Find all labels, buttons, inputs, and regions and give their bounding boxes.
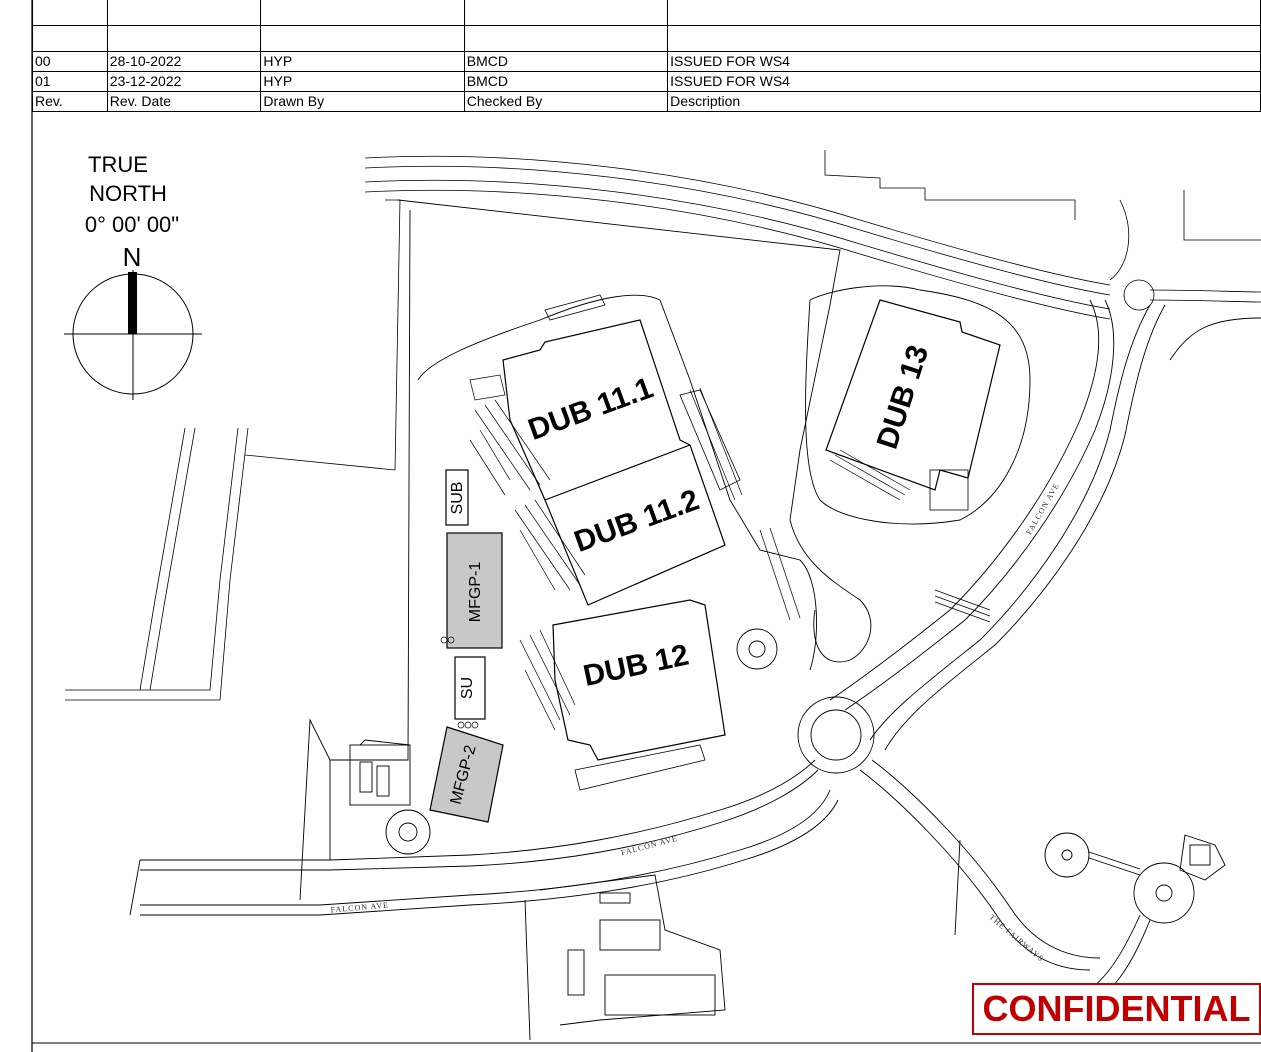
west-site-lines — [65, 199, 401, 701]
rev-number: 01 — [32, 71, 108, 92]
building-dub-12: DUB 12 — [552, 599, 726, 791]
label-mfgp-1: MFGP-1 — [467, 562, 484, 623]
revision-table: 00 28-10-2022 HYP BMCD ISSUED FOR WS4 01… — [32, 0, 1261, 112]
north-bearing: 0° 00' 00" — [85, 212, 179, 237]
revision-row-empty — [32, 25, 1261, 52]
road-label-falcon-ave: FALCON AVE — [1024, 481, 1061, 536]
checked-by: BMCD — [463, 71, 669, 92]
entrance-building — [349, 739, 411, 806]
building-dub-11: DUB 11.1 DUB 11.2 — [502, 294, 741, 606]
hatched-equipment — [469, 374, 911, 731]
revision-header-row: Rev. Rev. Date Drawn By Checked By Descr… — [32, 91, 1261, 112]
north-label-north: NORTH — [89, 181, 167, 206]
building-dub-13: DUB 13 — [825, 299, 1001, 511]
header-checked-by: Checked By — [463, 91, 669, 112]
label-sub: SUB — [449, 482, 466, 515]
label-su: SU — [459, 677, 476, 699]
north-letter: N — [123, 242, 142, 272]
road-label-falcon-ave: FALCON AVE — [620, 834, 679, 858]
roundabouts — [385, 628, 1195, 924]
header-drawn-by: Drawn By — [260, 91, 465, 112]
header-description: Description — [667, 91, 1261, 112]
bridge — [934, 589, 991, 623]
header-rev-date: Rev. Date — [106, 91, 262, 112]
southern-parcels — [524, 834, 1226, 1041]
north-needle-icon — [128, 272, 137, 334]
rev-number: 00 — [32, 51, 108, 72]
substation-su: SU — [454, 656, 486, 729]
generator-plant-mfgp-1: MFGP-1 — [440, 532, 503, 649]
north-arrow: TRUE NORTH 0° 00' 00" N — [64, 152, 202, 400]
revision-row-01: 01 23-12-2022 HYP BMCD ISSUED FOR WS4 — [32, 71, 1261, 92]
substation-sub: SUB — [445, 469, 469, 526]
north-label-true: TRUE — [88, 152, 148, 177]
site-boundary — [329, 199, 841, 860]
description: ISSUED FOR WS4 — [667, 71, 1261, 92]
generator-plant-mfgp-2: MFGP-2 — [429, 726, 504, 823]
road-label-the-fairways: THE FAIRWAYS — [987, 913, 1045, 964]
confidential-stamp: CONFIDENTIAL — [972, 983, 1261, 1035]
east-roads — [789, 285, 1261, 751]
northern-roads — [364, 150, 1261, 320]
southern-road — [129, 718, 1151, 1011]
